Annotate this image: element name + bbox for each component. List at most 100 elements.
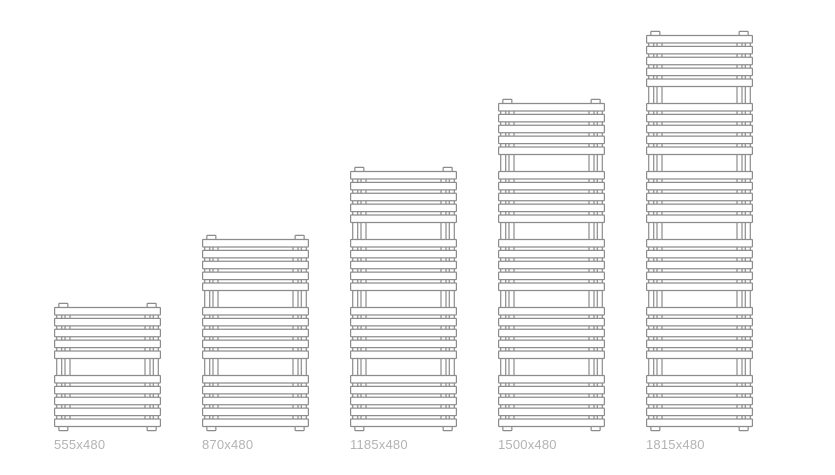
towel-bar bbox=[498, 113, 606, 122]
towel-bar bbox=[646, 45, 754, 54]
collector-tube bbox=[56, 309, 63, 424]
radiator-figure-870x480: 870x480 bbox=[202, 234, 310, 451]
towel-bar bbox=[646, 407, 754, 416]
towel-bar bbox=[350, 213, 458, 223]
towel-bar bbox=[350, 417, 458, 427]
towel-bar bbox=[350, 317, 458, 326]
towel-bar bbox=[54, 349, 162, 359]
towel-bar bbox=[646, 249, 754, 258]
towel-bar bbox=[646, 306, 754, 316]
towel-bar bbox=[646, 34, 754, 44]
towel-bar bbox=[202, 306, 310, 316]
radiator-size-label: 1500x480 bbox=[498, 436, 557, 452]
towel-bar bbox=[646, 317, 754, 326]
towel-bar bbox=[646, 339, 754, 348]
towel-bar bbox=[498, 145, 606, 155]
towel-bar bbox=[202, 281, 310, 291]
towel-bar bbox=[646, 181, 754, 190]
towel-bar bbox=[202, 260, 310, 269]
towel-bar bbox=[350, 328, 458, 337]
towel-bar bbox=[498, 135, 606, 144]
towel-bar bbox=[202, 417, 310, 427]
collector-tube bbox=[648, 37, 655, 424]
collector-tube bbox=[144, 309, 151, 424]
radiator-drawing bbox=[350, 166, 458, 431]
towel-bar bbox=[646, 238, 754, 248]
towel-bar bbox=[646, 56, 754, 65]
towel-bar bbox=[646, 203, 754, 212]
radiator-drawing bbox=[202, 234, 310, 431]
towel-bar bbox=[646, 213, 754, 223]
towel-bar bbox=[202, 328, 310, 337]
collector-tube bbox=[152, 309, 159, 424]
towel-bar bbox=[498, 417, 606, 427]
towel-bar bbox=[54, 407, 162, 416]
towel-bar bbox=[498, 317, 606, 326]
towel-bar bbox=[646, 281, 754, 291]
towel-bar bbox=[646, 170, 754, 180]
towel-bar bbox=[54, 396, 162, 405]
towel-bar bbox=[350, 281, 458, 291]
towel-bar bbox=[646, 192, 754, 201]
towel-bar bbox=[646, 124, 754, 133]
radiator-figure-1500x480: 1500x480 bbox=[498, 98, 606, 452]
towel-bar bbox=[350, 349, 458, 359]
towel-bar bbox=[498, 260, 606, 269]
towel-bar bbox=[202, 249, 310, 258]
towel-bar bbox=[498, 203, 606, 212]
towel-bar bbox=[646, 145, 754, 155]
towel-bar bbox=[202, 317, 310, 326]
collector-tube bbox=[736, 37, 743, 424]
towel-bar bbox=[54, 417, 162, 427]
towel-bar bbox=[202, 238, 310, 248]
collector-tube bbox=[656, 37, 663, 424]
towel-bar bbox=[350, 306, 458, 316]
radiator-figure-1185x480: 1185x480 bbox=[350, 166, 458, 452]
towel-bar bbox=[350, 203, 458, 212]
towel-bar bbox=[498, 192, 606, 201]
radiator-figure-555x480: 555x480 bbox=[54, 302, 162, 452]
towel-bar bbox=[498, 238, 606, 248]
towel-bar bbox=[646, 374, 754, 384]
towel-bar bbox=[498, 271, 606, 280]
towel-bar bbox=[350, 170, 458, 180]
towel-bar bbox=[646, 385, 754, 394]
towel-bar bbox=[202, 385, 310, 394]
towel-bar bbox=[202, 349, 310, 359]
towel-bar bbox=[350, 374, 458, 384]
towel-bar bbox=[350, 238, 458, 248]
towel-bar bbox=[498, 349, 606, 359]
towel-bar bbox=[646, 67, 754, 76]
towel-bar bbox=[646, 77, 754, 87]
towel-bar bbox=[350, 249, 458, 258]
collector-tube bbox=[744, 37, 751, 424]
radiator-size-label: 1185x480 bbox=[350, 436, 408, 452]
towel-bar bbox=[350, 271, 458, 280]
towel-bar bbox=[350, 385, 458, 394]
towel-bar bbox=[646, 260, 754, 269]
towel-bar bbox=[202, 271, 310, 280]
towel-bar bbox=[350, 260, 458, 269]
towel-bar bbox=[646, 417, 754, 427]
towel-bar bbox=[646, 328, 754, 337]
towel-bar bbox=[498, 281, 606, 291]
towel-bar bbox=[350, 192, 458, 201]
towel-bar bbox=[646, 135, 754, 144]
towel-bar bbox=[54, 306, 162, 316]
towel-bar bbox=[498, 170, 606, 180]
towel-bar bbox=[498, 385, 606, 394]
towel-bar bbox=[646, 396, 754, 405]
towel-bar bbox=[350, 181, 458, 190]
towel-bar bbox=[646, 349, 754, 359]
radiator-drawing bbox=[498, 98, 606, 431]
towel-bar bbox=[54, 339, 162, 348]
towel-bar bbox=[646, 113, 754, 122]
towel-bar bbox=[54, 317, 162, 326]
radiator-drawing bbox=[646, 30, 754, 431]
towel-bar bbox=[54, 328, 162, 337]
towel-bar bbox=[202, 396, 310, 405]
radiator-figure-1815x480: 1815x480 bbox=[646, 30, 754, 452]
radiator-size-label: 555x480 bbox=[54, 436, 106, 452]
radiator-size-label: 1815x480 bbox=[646, 436, 705, 452]
